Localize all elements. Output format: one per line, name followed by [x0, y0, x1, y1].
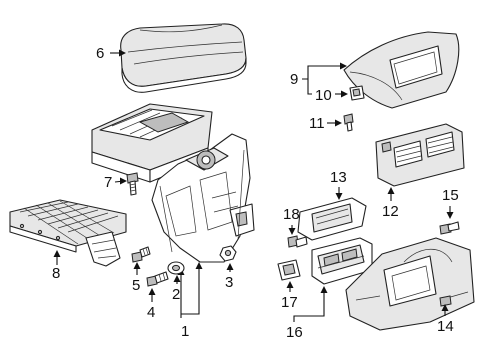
leader-1	[180, 264, 200, 318]
callout-12: 12	[382, 203, 399, 220]
callout-9: 9	[290, 71, 298, 88]
callout-14: 14	[437, 318, 454, 335]
armrest-lid	[120, 23, 247, 93]
console-frame	[151, 133, 255, 263]
callout-8: 8	[52, 265, 60, 282]
callout-3: 3	[225, 274, 233, 291]
vent-panel	[375, 123, 465, 187]
leader-16	[293, 288, 325, 322]
callout-16: 16	[286, 324, 303, 341]
switch-bezel	[297, 197, 367, 241]
floor-liner	[9, 199, 127, 267]
rear-trim-panel	[345, 237, 475, 331]
callout-4: 4	[147, 304, 155, 321]
callout-7: 7	[104, 174, 112, 191]
callout-15: 15	[442, 187, 459, 204]
callout-5: 5	[132, 277, 140, 294]
rear-cover	[343, 31, 460, 109]
switch-panel	[311, 237, 373, 285]
callout-6: 6	[96, 45, 104, 62]
callout-17: 17	[281, 294, 298, 311]
callout-18: 18	[283, 206, 300, 223]
washer-2	[167, 261, 185, 275]
bolt-7	[126, 172, 139, 196]
callout-11: 11	[309, 115, 325, 132]
callout-1: 1	[181, 323, 189, 340]
callout-10: 10	[315, 87, 332, 104]
nut-3	[219, 245, 237, 262]
screw-11	[343, 113, 354, 132]
callout-13: 13	[330, 169, 347, 186]
leader-9	[302, 65, 344, 95]
screw-5	[131, 246, 151, 263]
screw-18	[287, 235, 308, 248]
clip-10	[349, 85, 365, 101]
bolt-15	[439, 221, 460, 235]
callout-2: 2	[172, 286, 180, 303]
switch-17	[277, 259, 301, 281]
bolt-4	[146, 271, 169, 287]
